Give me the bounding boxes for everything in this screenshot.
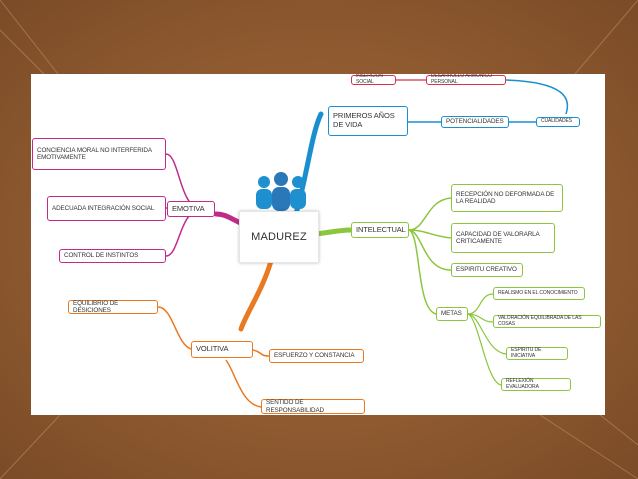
mind-map-connectors [157,79,569,408]
node-volitiva-item-1: ESFUERZO Y CONSTANCIA [269,349,364,363]
people-group-icon [256,172,306,211]
node-emotiva-item-0: CONCIENCIA MORAL NO INTERFERIDA EMOTIVAM… [32,138,166,170]
node-intelectual-item-0: RECEPCIÓN NO DEFORMADA DE LA REALIDAD [451,184,563,212]
branch-primeros-link [290,111,324,227]
node-insercion: INSERCIÓN SOCIAL [351,74,396,85]
node-cualidades: CUALIDADES [536,117,580,127]
node-metas-item-3: REFLEXIÓN EVALUADORA [501,378,571,391]
node-metas-item-0: REALISMO EN EL CONOCIMIENTO [493,287,585,300]
node-emotiva: EMOTIVA [167,201,215,217]
node-desarrollo: DESARROLLO ARMÓNICO PERSONAL [426,74,506,85]
node-emotiva-item-2: CONTROL DE INSTINTOS [59,249,166,263]
node-emotiva-item-1: ADECUADA INTEGRACIÓN SOCIAL [47,196,166,221]
node-volitiva: VOLITIVA [191,341,253,358]
node-intelectual: INTELECTUAL [351,222,409,238]
node-metas-item-2: ESPIRITU DE INICIATIVA [506,347,568,360]
node-potencialidades: POTENCIALIDADES [441,116,509,128]
node-intelectual-item-1: CAPACIDAD DE VALORARLA CRITICAMENTE [451,223,555,253]
node-metas: METAS [436,307,468,321]
branch-volitiva-link [238,258,274,332]
node-intelectual-item-2: ESPIRITU CREATIVO [451,263,523,277]
branch-intelectual-link [314,227,354,237]
mind-map: MADUREZ PRIMEROS AÑOS DE VIDA POTENCIALI… [31,74,605,415]
node-metas-item-1: VALORACIÓN EQUILIBRADA DE LAS COSAS [493,315,601,328]
node-volitiva-item-0: EQUILIBRIO DE DESICIONES [68,300,158,314]
center-node: MADUREZ [239,211,319,263]
node-volitiva-item-2: SENTIDO DE RESPONSABILIDAD [261,399,365,414]
node-primeros: PRIMEROS AÑOS DE VIDA [328,106,408,136]
